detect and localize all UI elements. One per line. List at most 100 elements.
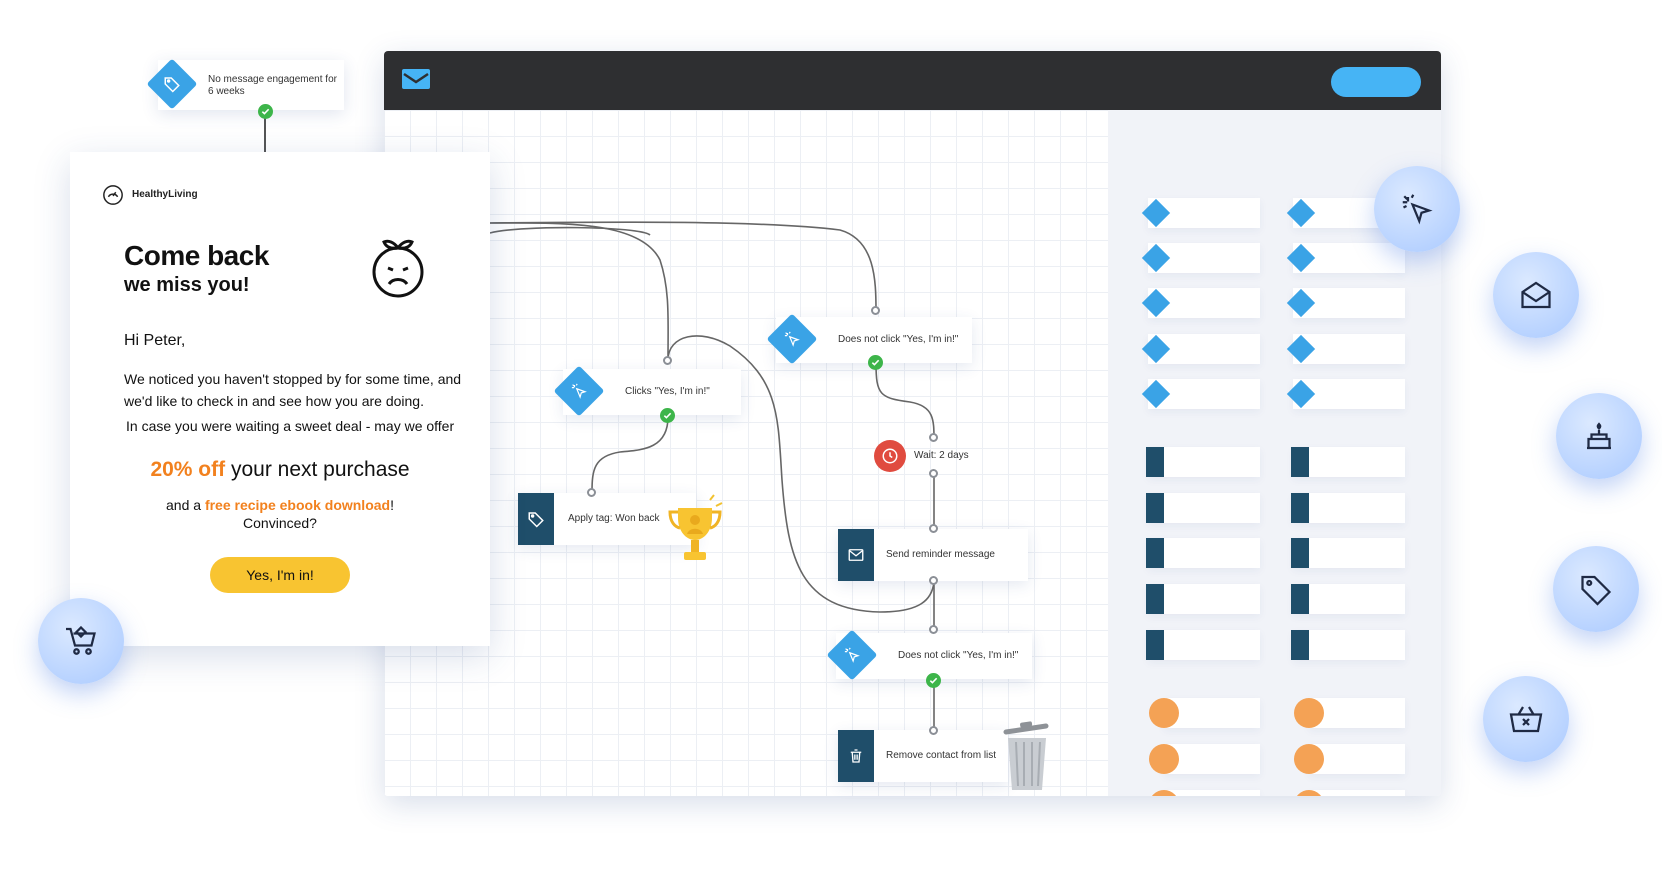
- action-node-send-reminder[interactable]: Send reminder message: [838, 529, 1028, 581]
- palette-action[interactable]: [1291, 447, 1405, 477]
- check-icon: [929, 677, 938, 684]
- email-preview: HealthyLiving Come back we miss you! Hi …: [70, 152, 490, 646]
- condition-diamond: [826, 629, 878, 681]
- node-label: Wait: 2 days: [914, 450, 969, 461]
- email-greeting: Hi Peter,: [124, 332, 186, 349]
- fab-tag[interactable]: [1553, 546, 1639, 632]
- top-bar: [384, 51, 1441, 110]
- action-badge: [838, 730, 874, 782]
- trigger-connector: [264, 118, 266, 152]
- trash-icon: [850, 749, 862, 763]
- offer-rest: your next purchase: [225, 458, 410, 481]
- trigger-label: No message engagement for 6 weeks: [208, 74, 337, 97]
- palette-condition[interactable]: [1141, 334, 1260, 364]
- email-offer: 20% off your next purchase: [70, 458, 490, 482]
- connector-port[interactable]: [587, 488, 596, 497]
- healthy-living-logo-icon: [103, 185, 123, 205]
- tag-icon: [528, 512, 544, 528]
- fab-birthday-cake[interactable]: [1556, 393, 1642, 479]
- envelope-icon: [848, 549, 864, 561]
- email-body-2: In case you were waiting a sweet deal - …: [126, 418, 455, 434]
- fab-open-envelope[interactable]: [1493, 252, 1579, 338]
- open-envelope-icon: [1521, 281, 1551, 309]
- palette-action[interactable]: [1146, 447, 1260, 477]
- palette-action[interactable]: [1291, 584, 1405, 614]
- connector-port[interactable]: [663, 356, 672, 365]
- palette-action[interactable]: [1291, 538, 1405, 568]
- email-subheadline: we miss you!: [124, 274, 250, 296]
- trigger-card[interactable]: No message engagement for 6 weeks: [146, 58, 344, 110]
- extra-prefix: and a: [166, 497, 205, 513]
- cta-button[interactable]: Yes, I'm in!: [210, 557, 350, 593]
- click-icon: [784, 331, 800, 347]
- connector-port[interactable]: [871, 306, 880, 315]
- condition-node-clicks[interactable]: Clicks "Yes, I'm in!": [553, 365, 741, 417]
- action-badge: [838, 529, 874, 581]
- palette-action[interactable]: [1146, 630, 1260, 660]
- fab-click[interactable]: [1374, 166, 1460, 252]
- sad-fruit-icon: [372, 239, 424, 298]
- palette-condition[interactable]: [1141, 379, 1260, 409]
- connector-port[interactable]: [929, 524, 938, 533]
- palette-filter[interactable]: [1294, 790, 1405, 796]
- action-node-remove-contact[interactable]: Remove contact from list: [838, 730, 1008, 782]
- fab-shopping-cart[interactable]: [38, 598, 124, 684]
- palette-action[interactable]: [1146, 584, 1260, 614]
- connector-port[interactable]: [929, 469, 938, 478]
- palette-filter[interactable]: [1149, 744, 1260, 774]
- palette-condition[interactable]: [1141, 243, 1260, 273]
- condition-diamond: [766, 313, 818, 365]
- birthday-cake-icon: [1587, 422, 1611, 450]
- trigger-check: [258, 104, 273, 119]
- basket-remove-icon: [1509, 706, 1543, 733]
- workflow-editor-window: [384, 51, 1441, 796]
- tag-icon: [1581, 575, 1612, 606]
- palette-condition[interactable]: [1286, 288, 1405, 318]
- trigger-diamond: [146, 58, 198, 110]
- palette-condition[interactable]: [1286, 334, 1405, 364]
- click-icon: [571, 383, 587, 399]
- email-body-1: We noticed you haven't stopped by for so…: [124, 371, 462, 409]
- condition-diamond: [553, 365, 605, 417]
- palette-filter[interactable]: [1294, 744, 1405, 774]
- palette-action[interactable]: [1146, 493, 1260, 523]
- palette-filter[interactable]: [1294, 698, 1405, 728]
- palette-action[interactable]: [1146, 538, 1260, 568]
- click-icon: [844, 647, 860, 663]
- ebook-link[interactable]: free recipe ebook download: [204, 497, 391, 513]
- tag-icon: [164, 77, 180, 93]
- node-label: Clicks "Yes, I'm in!": [625, 386, 710, 397]
- condition-check: [660, 408, 675, 423]
- email-extra: and a free recipe ebook download! Convin…: [70, 496, 490, 532]
- fab-basket-remove[interactable]: [1483, 676, 1569, 762]
- extra-line2: Convinced?: [243, 515, 317, 531]
- condition-check: [868, 355, 883, 370]
- offer-percent: 20% off: [150, 458, 226, 481]
- connector-port[interactable]: [929, 576, 938, 585]
- action-node-apply-tag[interactable]: Apply tag: Won back: [518, 493, 696, 545]
- palette-condition[interactable]: [1141, 288, 1260, 318]
- palette-filter[interactable]: [1149, 790, 1260, 796]
- top-action-button[interactable]: [1331, 67, 1421, 97]
- email-headline: Come back: [124, 240, 269, 271]
- palette-action[interactable]: [1291, 493, 1405, 523]
- palette-filter[interactable]: [1149, 698, 1260, 728]
- wait-node[interactable]: Wait: 2 days: [874, 436, 986, 474]
- shopping-cart-icon: [66, 625, 96, 655]
- connector-port[interactable]: [929, 625, 938, 634]
- trophy-illustration: [668, 494, 723, 560]
- palette-action[interactable]: [1291, 630, 1405, 660]
- palette-condition[interactable]: [1286, 379, 1405, 409]
- connector-port[interactable]: [929, 726, 938, 735]
- check-icon: [871, 359, 880, 366]
- brand-name: HealthyLiving: [132, 189, 198, 200]
- click-icon: [1402, 194, 1433, 225]
- palette-condition[interactable]: [1141, 198, 1260, 228]
- palette-condition[interactable]: [1286, 243, 1405, 273]
- node-label: Apply tag: Won back: [568, 513, 660, 524]
- check-icon: [261, 108, 270, 115]
- connector-port[interactable]: [929, 433, 938, 442]
- app-logo-icon: [402, 69, 430, 89]
- condition-node-not-click-2[interactable]: Does not click "Yes, I'm in!": [826, 629, 1032, 681]
